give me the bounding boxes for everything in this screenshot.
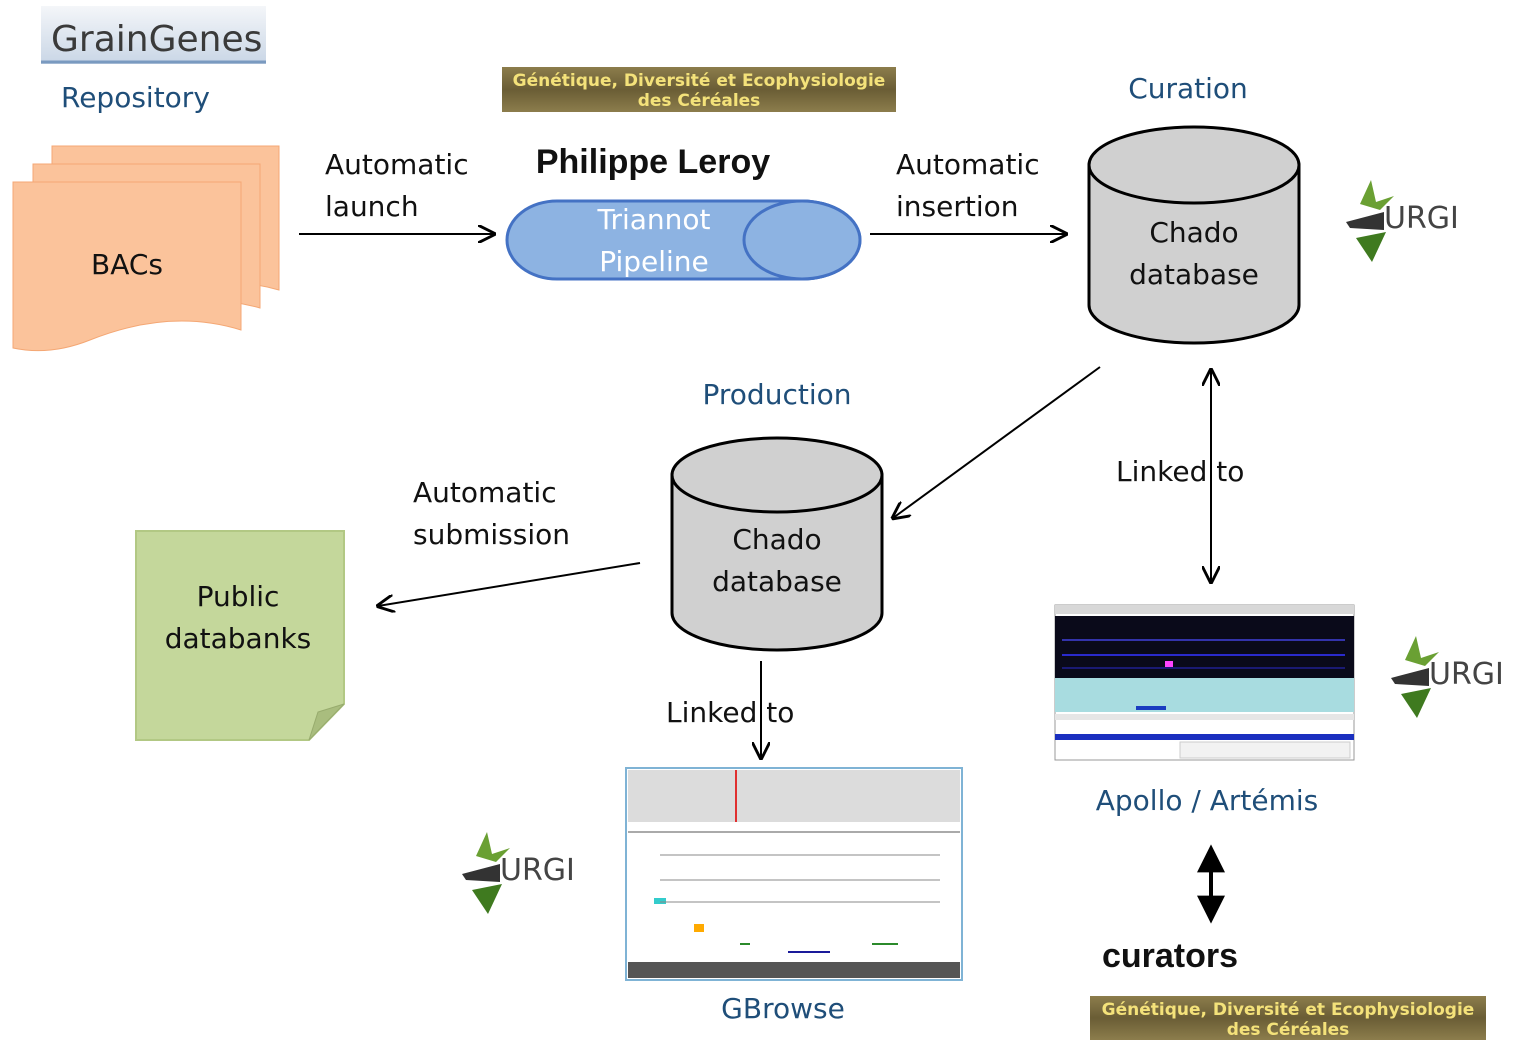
gdec-banner-bottom-line2: des Céréales — [1227, 1020, 1350, 1040]
gdec-banner-top: Génétique, Diversité et Ecophysiologie d… — [502, 67, 896, 112]
person-label: Philippe Leroy — [536, 143, 770, 181]
linked-to-bottom-label: Linked to — [666, 696, 794, 729]
pipeline-line1: Triannot — [596, 203, 710, 236]
urgi-logo-text: URGI — [1429, 657, 1504, 692]
urgi-logo-text: URGI — [1384, 201, 1459, 236]
arrow-production-to-public — [378, 562, 641, 606]
bacs-documents: BACs — [12, 145, 280, 352]
gdec-banner-top-line1: Génétique, Diversité et Ecophysiologie — [513, 71, 886, 91]
urgi-logo-text: URGI — [500, 853, 575, 888]
gdec-banner-bottom: Génétique, Diversité et Ecophysiologie d… — [1090, 996, 1486, 1040]
public-databanks-note: Public databanks — [135, 530, 345, 741]
gdec-banner-bottom-line1: Génétique, Diversité et Ecophysiologie — [1102, 1000, 1475, 1020]
urgi-logo-icon: URGI — [462, 832, 575, 914]
auto-launch-line1: Automatic — [325, 148, 469, 181]
auto-submit-line1: Automatic — [413, 476, 557, 509]
auto-submit-line2: submission — [413, 518, 570, 551]
production-db-line1: Chado — [732, 523, 821, 556]
arrow-curation-to-production — [893, 366, 1101, 518]
curation-db-line1: Chado — [1149, 216, 1238, 249]
auto-launch-line2: launch — [325, 190, 419, 223]
curators-label: curators — [1102, 937, 1238, 975]
production-database-cylinder-icon: Chado database — [670, 436, 884, 652]
pipeline-cylinder-icon: Triannot Pipeline — [505, 199, 862, 281]
auto-insert-line1: Automatic — [896, 148, 1040, 181]
linked-to-right-label: Linked to — [1116, 455, 1244, 488]
graingenes-logo: GrainGenes — [41, 6, 266, 64]
production-label: Production — [703, 378, 852, 411]
gbrowse-label: GBrowse — [721, 992, 845, 1025]
apollo-screenshot-thumbnail — [1054, 604, 1355, 761]
curation-database-cylinder-icon: Chado database — [1087, 125, 1301, 345]
urgi-logo-icon: URGI — [1346, 180, 1459, 262]
urgi-logo-icon: URGI — [1391, 636, 1504, 718]
curation-label: Curation — [1128, 72, 1248, 105]
auto-insert-line2: insertion — [896, 190, 1019, 223]
pipeline-line2: Pipeline — [599, 245, 709, 278]
apollo-label: Apollo / Artémis — [1096, 784, 1319, 817]
gbrowse-screenshot-thumbnail — [625, 767, 963, 981]
bacs-label: BACs — [91, 248, 163, 281]
repository-label: Repository — [61, 81, 210, 114]
graingenes-logo-text: GrainGenes — [51, 19, 262, 60]
production-db-line2: database — [712, 565, 842, 598]
curation-db-line2: database — [1129, 258, 1259, 291]
public-line1: Public — [197, 580, 280, 613]
gdec-banner-top-line2: des Céréales — [638, 91, 761, 111]
public-line2: databanks — [165, 622, 312, 655]
